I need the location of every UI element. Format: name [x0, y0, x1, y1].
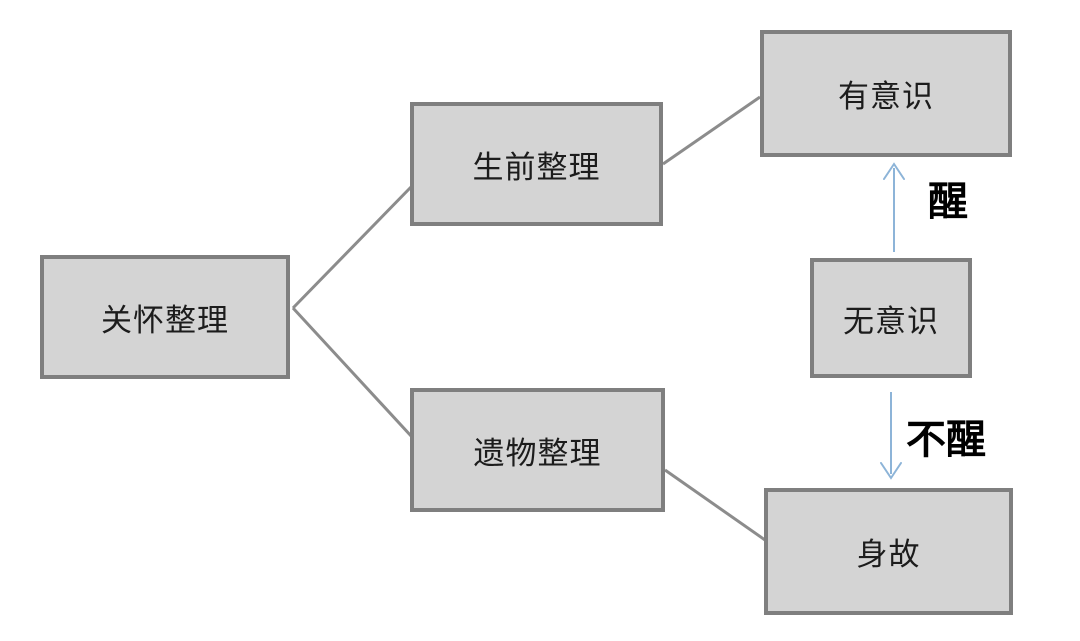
- connector-relics-to-deceased: [664, 468, 766, 542]
- connector-pre-death-to-conscious: [662, 95, 761, 166]
- edge-label-wake: 醒: [928, 179, 968, 224]
- connector-care-to-relics: [291, 306, 414, 439]
- node-conscious: 有意识: [760, 30, 1012, 157]
- node-conscious-label: 有意识: [838, 79, 934, 114]
- node-relics-organizing-label: 遗物整理: [473, 435, 602, 471]
- node-unconscious: 无意识: [810, 258, 972, 378]
- connector-care-to-pre-death: [291, 184, 414, 310]
- node-deceased: 身故: [764, 488, 1013, 615]
- node-unconscious-label: 无意识: [843, 303, 939, 339]
- node-relics-organizing: 遗物整理: [410, 388, 665, 512]
- node-deceased-label: 身故: [856, 537, 921, 572]
- node-care-organizing: 关怀整理: [40, 255, 290, 379]
- arrow-up-head-icon: [883, 162, 905, 180]
- node-care-organizing-label: 关怀整理: [101, 302, 229, 338]
- edge-label-not-wake: 不醒: [906, 417, 986, 462]
- node-pre-death-organizing: 生前整理: [410, 102, 663, 226]
- arrow-down-head-icon: [880, 462, 902, 480]
- node-pre-death-organizing-label: 生前整理: [472, 149, 601, 185]
